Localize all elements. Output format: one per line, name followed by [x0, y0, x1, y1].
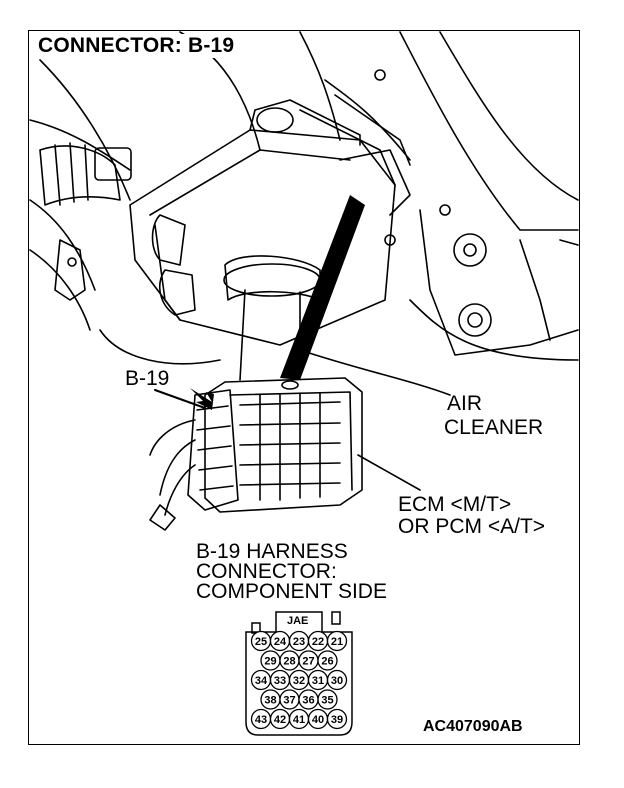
connector-pin-number: 27 [302, 656, 314, 668]
connector-pin-number: 39 [331, 714, 343, 726]
connector-pin [317, 650, 338, 671]
connector-pin-number: 26 [321, 656, 333, 668]
connector-pin [326, 669, 348, 691]
connector-pin [317, 689, 338, 710]
b19-leader-line [154, 389, 206, 409]
connector-pin-number: 33 [274, 675, 286, 687]
b19-arrow [190, 388, 214, 410]
figure-frame [28, 30, 580, 745]
connector-pin-number: 42 [274, 714, 286, 726]
air-cleaner-leader-line [299, 349, 451, 396]
connector-pin-number: 21 [331, 636, 343, 648]
connector-maker-label: JAE [287, 615, 309, 627]
connector-pin [326, 630, 348, 652]
air-cleaner-label-line1: AIR [447, 392, 483, 415]
connector-pin-number: 32 [293, 675, 305, 687]
location-wedge [280, 195, 365, 380]
harness-label-line1: B-19 HARNESS [196, 540, 348, 563]
connector-pin-number: 40 [312, 714, 324, 726]
connector-pin-number: 22 [312, 636, 324, 648]
harness-label-line2: CONNECTOR: [196, 560, 337, 583]
ecm-label-line2: OR PCM <A/T> [398, 515, 546, 538]
connector-pin-number: 36 [302, 695, 314, 707]
connector-pin-number: 23 [293, 636, 305, 648]
connector-pin-number: 29 [264, 656, 276, 668]
connector-pin-number: 25 [255, 636, 267, 648]
connector-pin [326, 708, 348, 730]
connector-pin-number: 30 [331, 675, 343, 687]
b19-callout-label: B-19 [125, 367, 170, 390]
connector-pin-number: 24 [274, 636, 287, 648]
ecm-leader-line [357, 454, 421, 491]
connector-pin-number: 31 [312, 675, 324, 687]
air-cleaner-label-line2: CLEANER [444, 416, 544, 439]
connector-pin-number: 34 [255, 675, 268, 687]
connector-pin-number: 41 [293, 714, 305, 726]
connector-face-outline [245, 611, 353, 736]
ecm-label-line1: ECM <M/T> [398, 493, 512, 516]
connector-pin-number: 38 [264, 695, 276, 707]
page-title: CONNECTOR: B-19 [38, 34, 239, 58]
connector-pin-number: 43 [255, 714, 267, 726]
harness-label-line3: COMPONENT SIDE [196, 580, 387, 603]
connector-pin-number: 37 [283, 695, 295, 707]
figure-code: AC407090AB [423, 718, 523, 735]
connector-pin-number: 28 [283, 656, 295, 668]
air-cleaner-box [129, 129, 396, 346]
connector-pin-number: 35 [321, 695, 333, 707]
